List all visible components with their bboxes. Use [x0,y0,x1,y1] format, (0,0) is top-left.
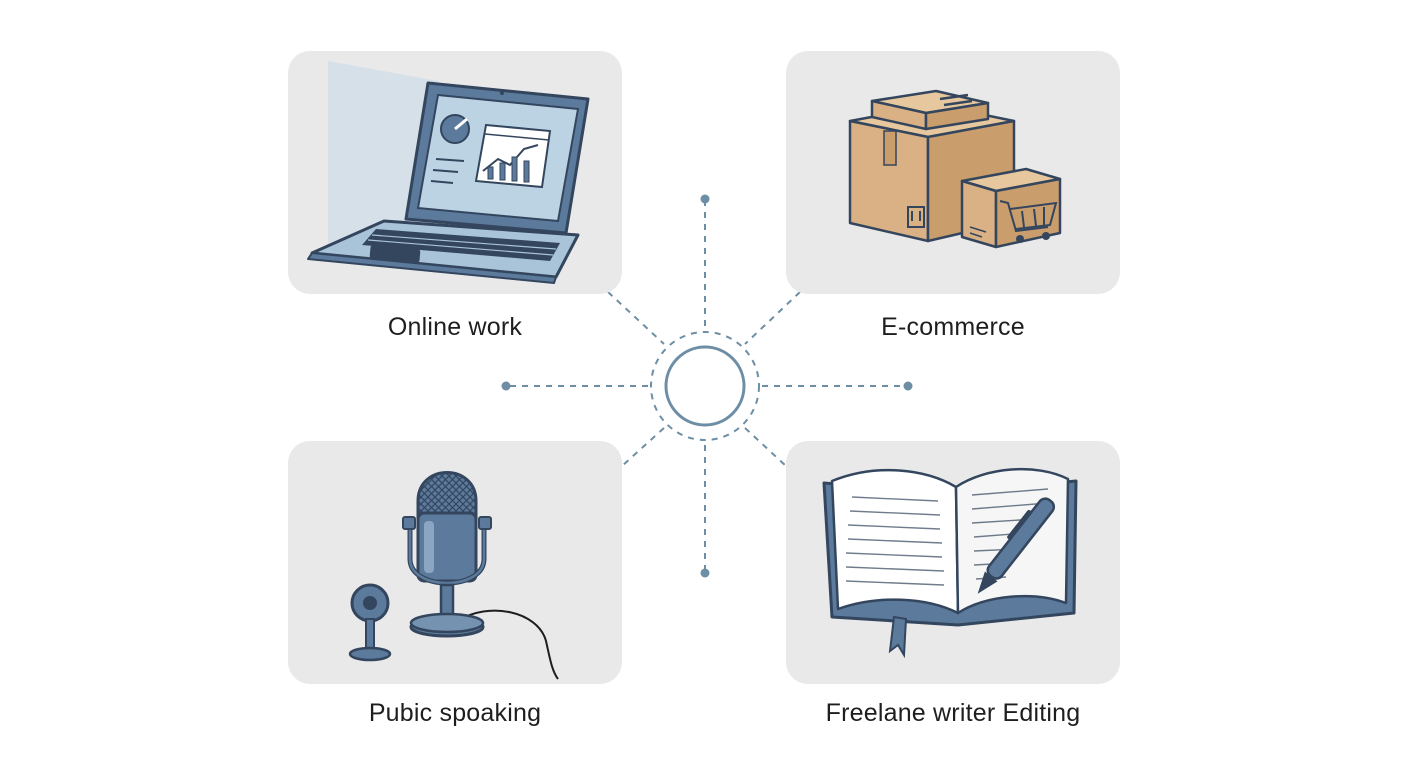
laptop-icon [307,61,590,284]
connector-bottom-left [621,427,665,467]
open-book-pen-icon [822,467,1078,659]
card-e-commerce [786,51,1120,294]
node-label-e-commerce: E-commerce [881,313,1025,341]
connector-dot-bottom [700,568,710,578]
card-public-speaking [288,441,622,684]
hub-dashed-ring [650,331,760,441]
card-online-work [288,51,622,294]
connector-dot-top [700,194,710,204]
connector-dot-left [501,381,511,391]
connector-dot-right [903,381,913,391]
connector-bottom-right [744,427,787,467]
card-freelance-writer [786,441,1120,684]
connector-top-left [607,291,665,345]
node-label-online-work: Online work [387,313,523,341]
microphone-icon [348,471,559,680]
node-label-freelance-writer: Freelane writer Editing [825,699,1081,727]
shipping-boxes-icon [848,89,1062,249]
node-label-public-speaking: Pubic spoaking [368,699,542,727]
connector-top-right [744,291,801,345]
hub-circle-icon [664,345,746,427]
